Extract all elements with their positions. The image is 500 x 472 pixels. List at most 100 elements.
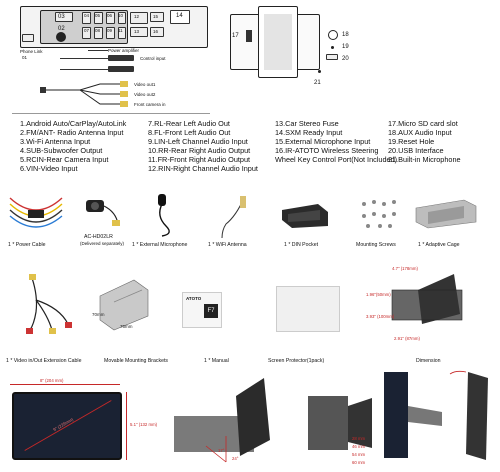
legend-item: 4.SUB-Subwoofer Output [20,145,103,155]
dim-depth-b: 1.96"(50mm) [366,292,391,297]
legend-item: Wheel Key Control Port(Not Included) [275,154,398,164]
port-14 [170,10,190,24]
accessory-caption: Dimension [416,358,441,364]
legend-item: 10.RR-Rear Right Audio Output [148,145,251,155]
port-number-12: 12 [134,14,140,19]
port-15 [150,12,164,22]
dim-height: 5.1" (132 mm) [130,422,158,427]
port-16 [150,27,164,37]
control-wire-2 [60,69,108,70]
port-03 [55,12,73,22]
legend-item: 14.SXM Ready Input [275,127,343,137]
accessory-caption: 1 * External Microphone [132,242,188,248]
side-view-face [264,14,292,70]
external-microphone-image [158,194,170,237]
accessory-caption: Movable Mounting Brackets [104,358,169,364]
accessory-caption: 1 * Video in/Out Extension Cable [6,358,82,364]
legend-item: 2.FM/ANT- Radio Antenna Input [20,127,124,137]
front-camera-in-label: Front camera in [134,102,166,107]
legend-item: 8.FL-Front Left Audio Out [148,127,231,137]
port-number-06: 06 [107,13,113,18]
port-number-07: 07 [84,28,90,33]
angle-mount-image [174,378,270,463]
port-number-02: 02 [58,26,65,32]
port-number-11: 11 [118,28,123,33]
port-number-09: 09 [107,28,113,33]
power-cable-image [9,197,63,228]
port-06 [106,12,115,24]
label-20: 20 [342,56,349,62]
accessory-subcaption: (Delivered separately) [80,241,125,246]
legend-item: 13.Car Stereo Fuse [275,119,339,128]
legend-col2: 7.RL-Rear Left Audio Out 8.FL-Front Left… [148,119,258,173]
usb-interface [326,54,338,60]
legend-col1: 1.Android Auto/CarPlay/AutoLink 2.FM/ANT… [20,119,127,173]
video-out1-label: Video out1 [134,82,156,87]
accessory-caption: 1 * Manual [204,358,229,364]
dim-height-line [126,392,127,460]
accessory-caption: Screen Protector(1pack) [268,358,325,364]
legend-item: 1.Android Auto/CarPlay/AutoLink [20,119,127,128]
port-number-01: 01 [22,55,28,60]
side-mm-28: 28 mm [352,436,366,441]
swivel-screen-image [384,370,488,460]
control-input-label: Control input [140,56,166,61]
accessory-caption: 1 * Power Cable [8,242,46,248]
port-number-04: 04 [84,13,90,18]
legend-item: 20.USB Interface [388,145,444,155]
screen-protector-image [276,286,340,332]
bracket-dim-70: 70mm [92,312,105,317]
legend-col4: 17.Micro SD card slot 18.AUX Audio Input… [388,119,461,165]
power-amplifier-label: Power amplifier [108,48,140,53]
port-number-05: 05 [95,13,101,18]
legend-item: 3.Wi-Fi Antenna Input [20,136,91,146]
phone-link-label: Phone Link [20,49,43,54]
side-mm-46: 46 mm [352,444,366,449]
dim-depth-c: 3.93" (100mm) [366,314,395,319]
port-01 [22,34,34,42]
label-17: 17 [232,33,239,39]
side-mm-60: 60 mm [352,460,366,465]
legend-item: 9.LIN-Left Channel Audio Input [148,136,248,146]
angle-17: 17° [218,448,225,453]
legend-item: 5.RCIN-Rear Camera Input [20,154,109,164]
accessory-caption: 1 * Adaptive Cage [418,242,460,248]
port-number-15: 15 [153,14,159,19]
dim-depth-a: 4.7" (178mm) [392,266,418,271]
manual-image [182,292,222,328]
aux-input [328,30,338,40]
din-pocket-image [282,204,328,228]
manual-badge: F7 [204,304,218,318]
accessory-caption: AC-HD02LR [84,234,113,240]
port-11 [118,27,126,39]
accessory-caption: 1 * DIN Pocket [284,242,319,248]
legend-item: 6.VIN-Video Input [20,163,78,173]
label-19: 19 [342,44,349,50]
legend-item: 15.External Microphone Input [275,136,371,146]
label-21: 21 [314,80,321,86]
port-10 [118,12,126,24]
dim-width: 8" (204 mm) [40,378,64,383]
port-08 [94,27,103,39]
side-mm-54: 54 mm [352,452,366,457]
port-12 [130,12,148,24]
manual-logo: ATOTO [186,296,202,301]
control-wire [60,58,108,59]
port-number-08: 08 [95,28,101,33]
accessory-caption: Mounting Screws [356,242,396,248]
label-18: 18 [342,32,349,38]
port-02 [56,32,66,42]
port-07 [82,27,91,39]
legend-col3: 13.Car Stereo Fuse 14.SXM Ready Input 15… [275,119,398,165]
legend-item: 18.AUX Audio Input [388,127,452,137]
video-cable-diagram [40,81,128,107]
harness-plug-1 [108,55,134,61]
mounting-screws-image [362,200,396,228]
video-extension-cable-image [26,274,72,334]
legend-item: 16.IR-ATOTO Wireless Steering [275,145,379,155]
built-in-mic [318,70,321,73]
legend-item: 11.FR-Front Right Audio Output [148,154,251,164]
legend-item: 7.RL-Rear Left Audio Out [148,119,230,128]
mounting-brackets-image [99,279,149,331]
angle-24: 24° [232,456,239,461]
